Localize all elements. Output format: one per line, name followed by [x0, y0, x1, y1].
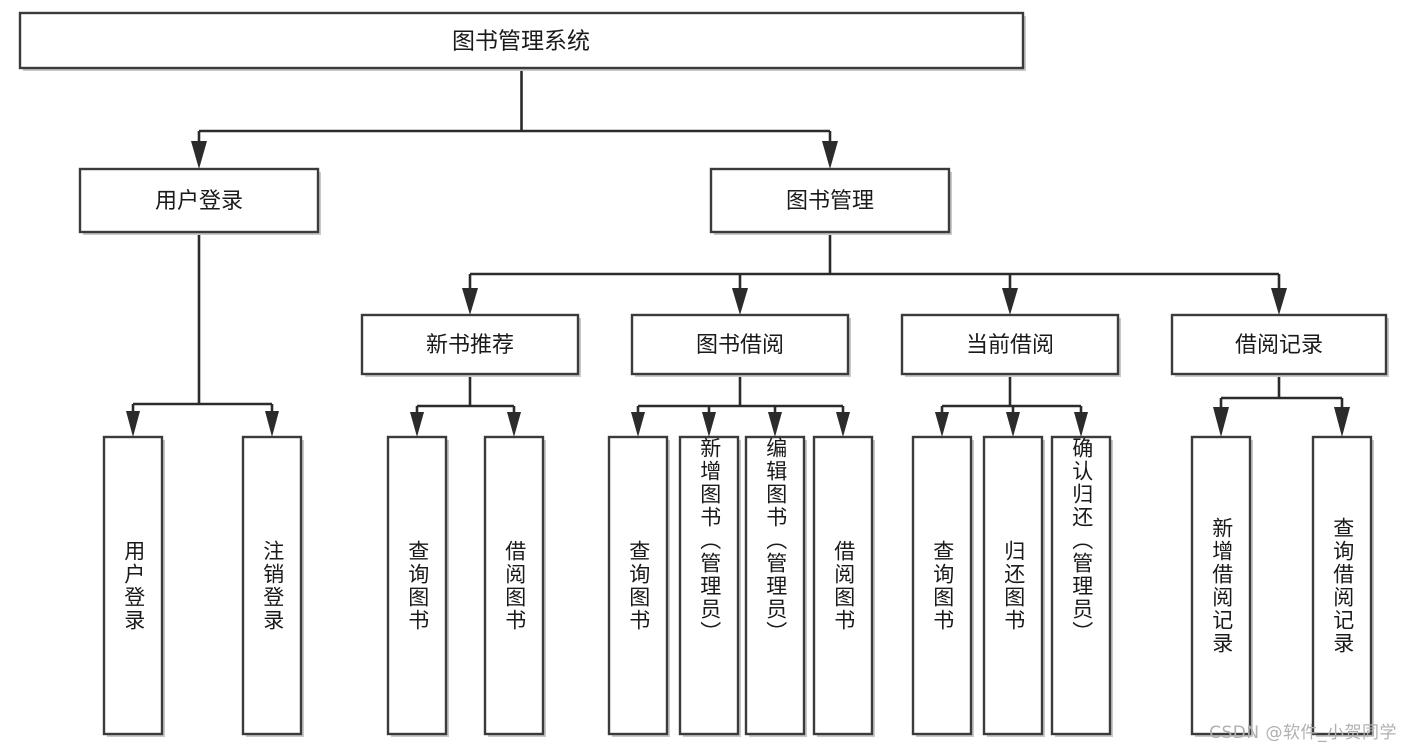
new-book-recommend-box[interactable] — [360, 313, 580, 376]
leaf-box-logout[interactable] — [241, 435, 303, 736]
leaf-box-br-query-record[interactable] — [1311, 435, 1373, 736]
leaf-box-nb-borrow-book[interactable] — [483, 435, 545, 736]
arrow-head-bb-query-book — [631, 412, 645, 437]
arrow-head-cb-query-book — [935, 412, 949, 437]
arrow-head-bb-add-book — [702, 412, 716, 437]
connectors-borrowrecord-to-leaves — [1213, 374, 1350, 437]
arrow-head-book-manage — [822, 141, 838, 169]
current-borrow-box[interactable] — [900, 313, 1120, 376]
arrow-head-nb-query-book — [410, 412, 424, 437]
arrow-head-bb-borrow-book — [836, 412, 850, 437]
connectors-newbook-to-leaves — [410, 374, 521, 437]
connectors-bookborrow-to-leaves — [631, 374, 850, 437]
leaf-box-bb-add-book[interactable] — [678, 435, 740, 736]
leaf-box-bb-borrow-book[interactable] — [812, 435, 874, 736]
connectors-book-manage-to-level3 — [462, 232, 1287, 315]
arrow-head-br-query-record — [1334, 407, 1350, 437]
book-management-box[interactable] — [709, 167, 951, 234]
node-book-management[interactable]: 图书管理 — [709, 167, 952, 235]
root-box[interactable] — [18, 11, 1025, 70]
leaf-box-bb-edit-book[interactable] — [744, 435, 806, 736]
leaf-box-bb-query-book[interactable] — [607, 435, 669, 736]
root-label: 图书管理系统 — [452, 29, 590, 55]
node-root[interactable]: 图书管理系统 — [18, 11, 1026, 71]
arrow-head-nb-borrow-book — [507, 412, 521, 437]
arrow-head-cb-return-book — [1006, 412, 1020, 437]
watermark-text: CSDN @软件_小贺同学 — [1209, 723, 1397, 743]
book-borrow-box[interactable] — [630, 313, 850, 376]
leaf-box-cb-confirm-return[interactable] — [1050, 435, 1112, 736]
arrow-head-book-borrow — [732, 288, 748, 315]
node-current-borrow[interactable]: 当前借阅 — [900, 313, 1121, 377]
connectors-currentborrow-to-leaves — [935, 374, 1088, 437]
book-management-label: 图书管理 — [786, 189, 874, 214]
book-borrow-label: 图书借阅 — [696, 333, 784, 358]
current-borrow-label: 当前借阅 — [966, 333, 1054, 358]
arrow-head-bb-edit-book — [768, 412, 782, 437]
leaf-box-user-login[interactable] — [102, 435, 164, 736]
borrow-record-box[interactable] — [1170, 313, 1388, 376]
connectors-root-to-level2 — [191, 68, 838, 169]
leaf-box-cb-return-book[interactable] — [982, 435, 1044, 736]
arrow-head-user-login — [191, 141, 207, 169]
user-login-box[interactable] — [78, 167, 320, 234]
leaf-box-nb-query-book[interactable] — [386, 435, 448, 736]
new-book-recommend-label: 新书推荐 — [426, 333, 514, 358]
leaf-box-br-add-record[interactable] — [1190, 435, 1252, 736]
arrow-head-br-add-record — [1213, 407, 1229, 437]
arrow-head-newbook-recommend — [462, 288, 478, 315]
leaf-boxes — [102, 435, 1374, 737]
node-new-book-recommend[interactable]: 新书推荐 — [360, 313, 581, 377]
arrow-head-cb-confirm-return — [1074, 412, 1088, 437]
arrow-head-leaf-user-login — [126, 411, 140, 437]
node-borrow-record[interactable]: 借阅记录 — [1170, 313, 1389, 377]
arrow-head-leaf-logout — [265, 411, 279, 437]
leaf-box-cb-query-book[interactable] — [911, 435, 973, 736]
node-book-borrow[interactable]: 图书借阅 — [630, 313, 851, 377]
node-user-login[interactable]: 用户登录 — [78, 167, 321, 235]
borrow-record-label: 借阅记录 — [1235, 333, 1323, 358]
connectors-user-login-to-leaves — [126, 232, 279, 437]
user-login-label: 用户登录 — [155, 189, 243, 214]
arrow-head-current-borrow — [1002, 288, 1018, 315]
arrow-head-borrow-record — [1271, 288, 1287, 315]
